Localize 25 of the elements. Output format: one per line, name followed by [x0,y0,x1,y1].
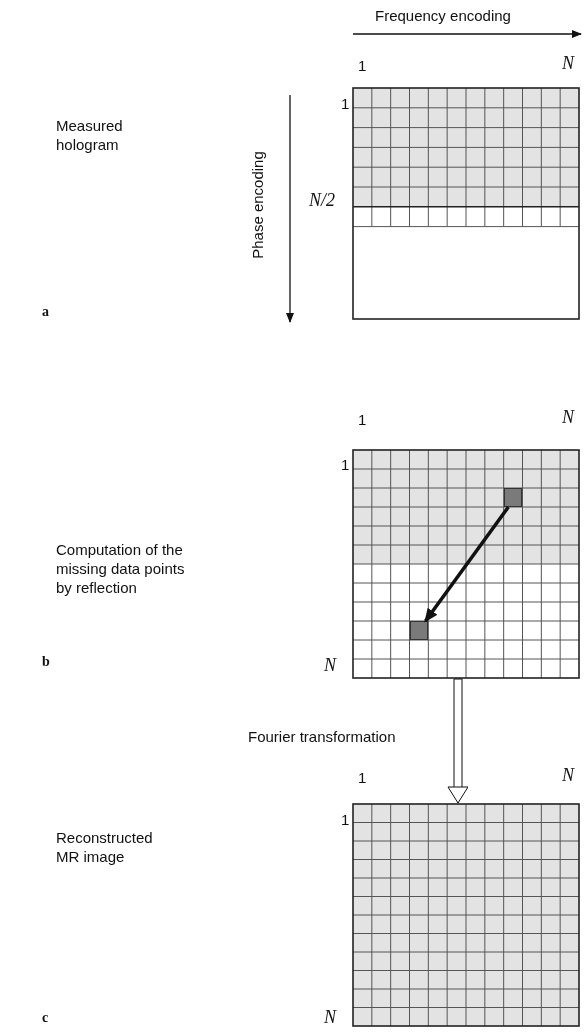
index-label: N [562,408,574,427]
panel-letter: b [42,653,50,671]
index-label: 1 [358,768,367,787]
axis-label: Phase encoding [248,151,267,259]
panel-caption: Computation of the missing data points by reflection [56,540,186,597]
index-label: N [324,1008,336,1027]
index-label: 1 [358,56,367,75]
panel-caption: Reconstructed MR image [56,828,154,866]
matrix-grid [353,804,579,1026]
index-label: 1 [341,455,350,474]
index-label: 1 [341,810,350,829]
index-label: N/2 [309,191,335,210]
axis-label: Frequency encoding [375,6,511,25]
index-label: N [324,656,336,675]
arrow [424,505,510,623]
matrix-grid [353,450,579,678]
index-label: 1 [358,410,367,429]
index-label: 1 [341,94,350,113]
panel-letter: a [42,303,49,321]
panel-letter: c [42,1009,49,1027]
arrow [447,678,469,804]
matrix-grid [353,88,579,319]
panel-caption: Measured hologram [56,116,124,154]
index-label: N [562,766,574,785]
index-label: N [562,54,574,73]
